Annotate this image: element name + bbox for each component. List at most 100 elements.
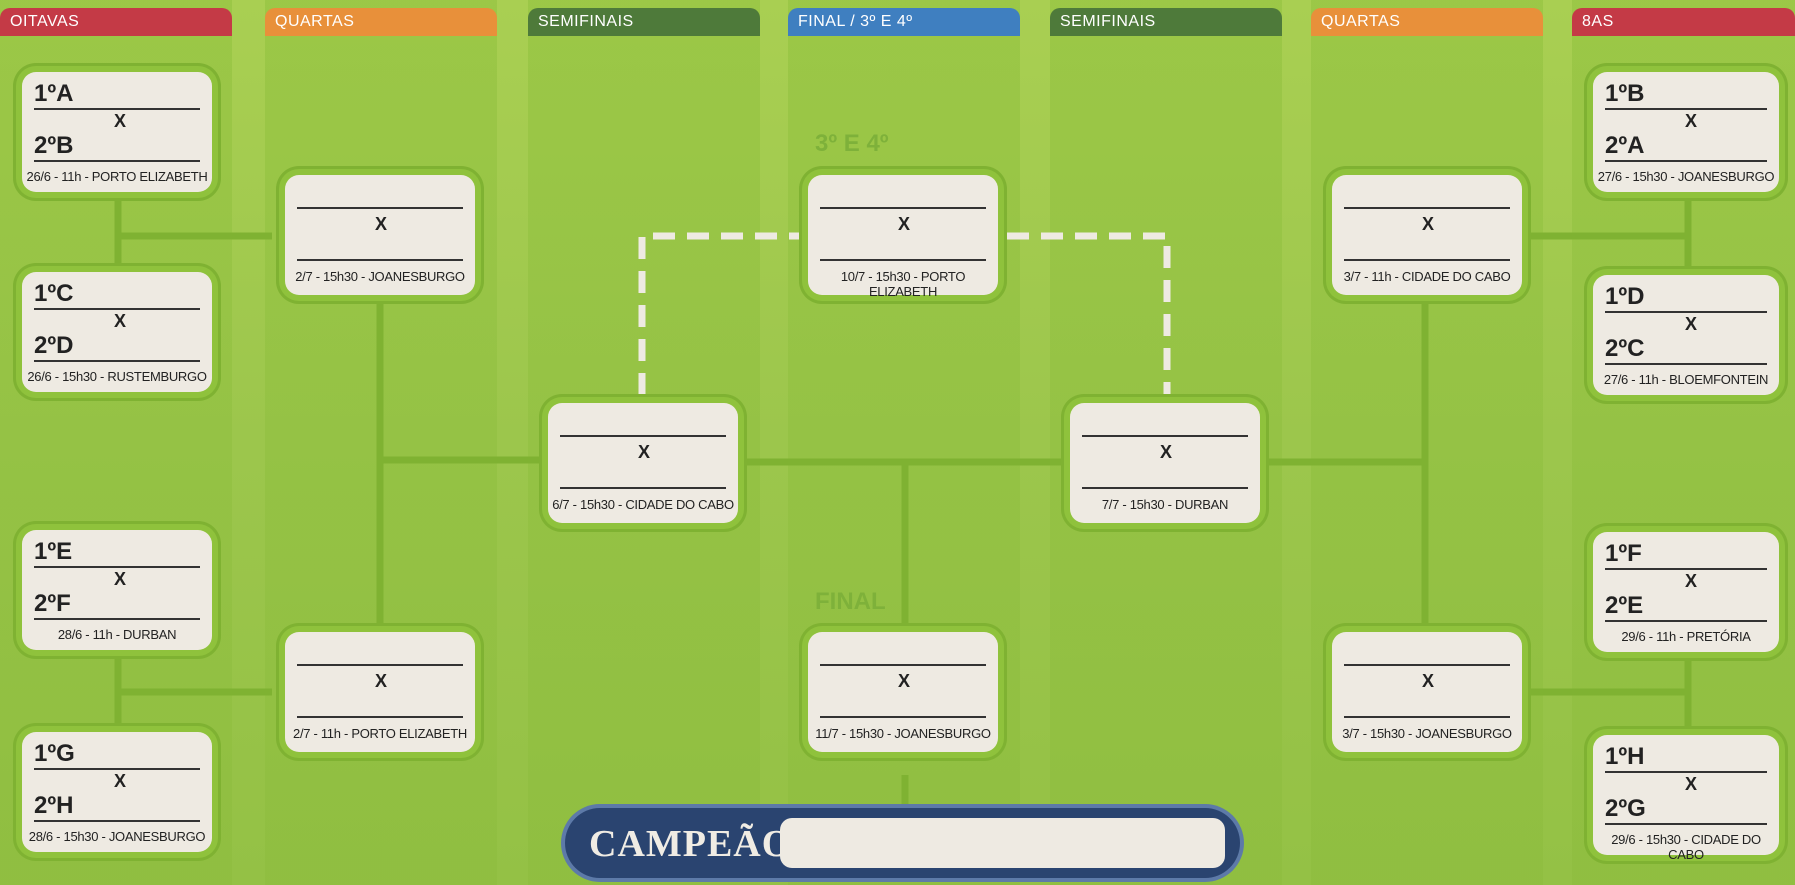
match-info: 27/6 - 15h30 - JOANESBURGO — [1597, 169, 1775, 184]
team-b-label: 2ºF — [34, 590, 71, 617]
tab-oitavas-right: 8AS — [1572, 8, 1795, 36]
team-a-label: 1ºA — [34, 80, 74, 107]
match-card-oitavas-left-1: 1ºA X 2ºB 26/6 - 11h - PORTO ELIZABETH — [22, 72, 212, 192]
versus-mark: X — [114, 569, 127, 589]
match-card-oitavas-right-3: 1ºF X 2ºE 29/6 - 11h - PRETÓRIA — [1593, 532, 1779, 652]
divider — [297, 664, 463, 666]
divider — [1605, 823, 1767, 825]
divider — [34, 618, 200, 620]
match-card-quartas-left-1: X 2/7 - 15h30 - JOANESBURGO — [285, 175, 475, 295]
divider — [297, 716, 463, 718]
divider — [1344, 716, 1510, 718]
divider — [1605, 108, 1767, 110]
match-card-quartas-right-1: X 3/7 - 11h - CIDADE DO CABO — [1332, 175, 1522, 295]
team-b-label: 2ºH — [34, 792, 74, 819]
divider — [1082, 435, 1248, 437]
divider — [34, 566, 200, 568]
tab-final: FINAL / 3º E 4º — [788, 8, 1020, 36]
team-b-label: 2ºE — [1605, 592, 1644, 619]
match-info: 3/7 - 15h30 - JOANESBURGO — [1342, 726, 1512, 741]
champion-banner: CAMPEÃO — [565, 808, 1240, 878]
versus-mark: X — [638, 442, 651, 462]
match-card-final: X 11/7 - 15h30 - JOANESBURGO — [808, 632, 998, 752]
champion-label: CAMPEÃO — [589, 823, 793, 865]
divider — [560, 487, 726, 489]
versus-mark: X — [1685, 774, 1698, 794]
match-info: 2/7 - 15h30 - JOANESBURGO — [295, 269, 465, 284]
team-a-label: 1ºB — [1605, 80, 1645, 107]
match-card-oitavas-left-2: 1ºC X 2ºD 26/6 - 15h30 - RUSTEMBURGO — [22, 272, 212, 392]
divider — [820, 716, 986, 718]
match-info: 6/7 - 15h30 - CIDADE DO CABO — [552, 497, 734, 512]
champion-field — [780, 818, 1225, 868]
tab-quartas-left: QUARTAS — [265, 8, 497, 36]
third-place-label: 3º E 4º — [815, 130, 889, 157]
divider — [1605, 568, 1767, 570]
match-card-semi-right: X 7/7 - 15h30 - DURBAN — [1070, 403, 1260, 523]
divider — [1344, 207, 1510, 209]
divider — [1605, 160, 1767, 162]
match-card-oitavas-right-1: 1ºB X 2ºA 27/6 - 15h30 - JOANESBURGO — [1593, 72, 1779, 192]
match-card-oitavas-right-4: 1ºH X 2ºG 29/6 - 15h30 - CIDADE DO CABO — [1593, 735, 1779, 862]
tab-semis-left: SEMIFINAIS — [528, 8, 760, 36]
versus-mark: X — [114, 311, 127, 331]
match-info: 29/6 - 15h30 - CIDADE DO CABO — [1611, 832, 1761, 862]
team-a-label: 1ºD — [1605, 283, 1645, 310]
team-b-label: 2ºG — [1605, 795, 1646, 822]
divider — [34, 160, 200, 162]
match-card-quartas-right-2: X 3/7 - 15h30 - JOANESBURGO — [1332, 632, 1522, 752]
divider — [34, 360, 200, 362]
team-b-label: 2ºB — [34, 132, 74, 159]
versus-mark: X — [114, 111, 127, 131]
divider — [34, 108, 200, 110]
divider — [297, 207, 463, 209]
match-info: 29/6 - 11h - PRETÓRIA — [1621, 629, 1751, 644]
team-a-label: 1ºH — [1605, 743, 1645, 770]
divider — [820, 259, 986, 261]
team-a-label: 1ºF — [1605, 540, 1642, 567]
tab-semis-right: SEMIFINAIS — [1050, 8, 1282, 36]
versus-mark: X — [898, 671, 911, 691]
match-info: 3/7 - 11h - CIDADE DO CABO — [1343, 269, 1511, 284]
divider — [1605, 363, 1767, 365]
match-info: 2/7 - 11h - PORTO ELIZABETH — [293, 726, 467, 741]
divider — [820, 664, 986, 666]
versus-mark: X — [1160, 442, 1173, 462]
match-info: 27/6 - 11h - BLOEMFONTEIN — [1603, 372, 1769, 387]
match-info: 26/6 - 11h - PORTO ELIZABETH — [26, 169, 208, 184]
team-b-label: 2ºD — [34, 332, 74, 359]
divider — [1344, 259, 1510, 261]
team-a-label: 1ºE — [34, 538, 73, 565]
match-card-oitavas-left-4: 1ºG X 2ºH 28/6 - 15h30 - JOANESBURGO — [22, 732, 212, 852]
divider — [34, 308, 200, 310]
tab-oitavas-left: OITAVAS — [0, 8, 232, 36]
versus-mark: X — [375, 214, 388, 234]
final-label: FINAL — [815, 588, 886, 615]
match-card-third-place: X 10/7 - 15h30 - PORTO ELIZABETH — [808, 175, 998, 299]
team-b-label: 2ºC — [1605, 335, 1645, 362]
divider — [560, 435, 726, 437]
team-a-label: 1ºC — [34, 280, 74, 307]
team-a-label: 1ºG — [34, 740, 75, 767]
versus-mark: X — [898, 214, 911, 234]
versus-mark: X — [375, 671, 388, 691]
versus-mark: X — [1422, 671, 1435, 691]
divider — [34, 768, 200, 770]
match-card-oitavas-left-3: 1ºE X 2ºF 28/6 - 11h - DURBAN — [22, 530, 212, 650]
divider — [1082, 487, 1248, 489]
tab-quartas-right: QUARTAS — [1311, 8, 1543, 36]
versus-mark: X — [1685, 111, 1698, 131]
match-card-semi-left: X 6/7 - 15h30 - CIDADE DO CABO — [548, 403, 738, 523]
match-card-oitavas-right-2: 1ºD X 2ºC 27/6 - 11h - BLOEMFONTEIN — [1593, 275, 1779, 395]
match-info: 26/6 - 15h30 - RUSTEMBURGO — [27, 369, 207, 384]
versus-mark: X — [1422, 214, 1435, 234]
match-info: 10/7 - 15h30 - PORTO ELIZABETH — [840, 269, 966, 299]
divider — [1605, 311, 1767, 313]
divider — [1344, 664, 1510, 666]
divider — [1605, 620, 1767, 622]
divider — [1605, 771, 1767, 773]
match-card-quartas-left-2: X 2/7 - 11h - PORTO ELIZABETH — [285, 632, 475, 752]
match-info: 11/7 - 15h30 - JOANESBURGO — [815, 726, 991, 741]
divider — [34, 820, 200, 822]
divider — [297, 259, 463, 261]
